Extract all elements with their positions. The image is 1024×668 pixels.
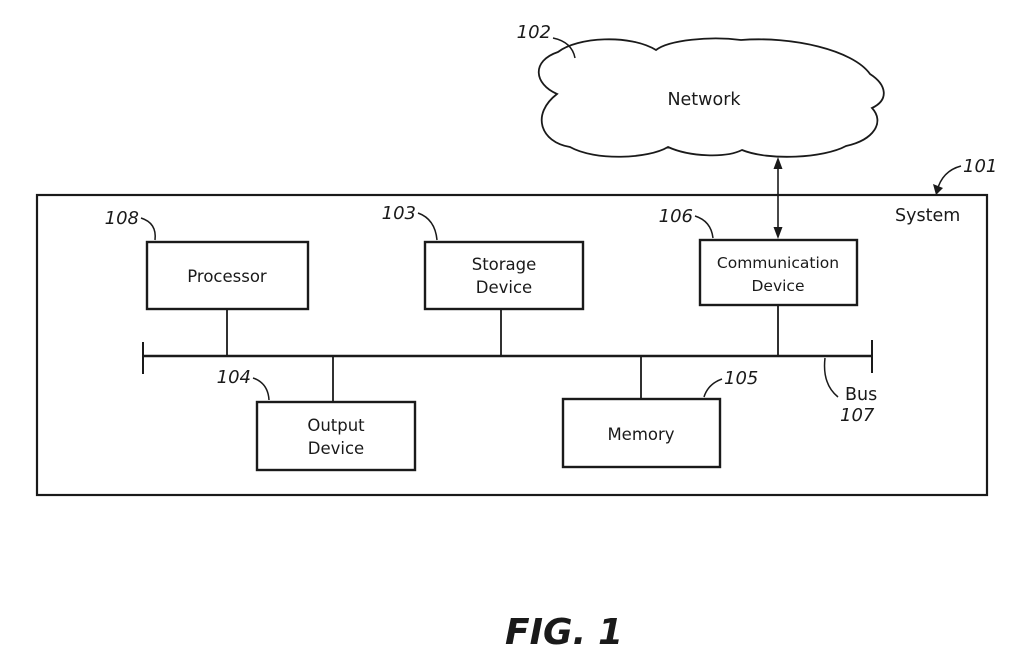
storage-device-box [423,240,585,311]
leader-108 [140,217,156,241]
ref-107: 107 [840,405,875,426]
network-link-arrowhead-down [773,227,783,239]
communication-device-box [698,238,859,307]
leader-104 [252,377,270,401]
output-device-label-line1: Output [307,416,365,435]
network-label: Network [667,90,741,110]
storage-device-label-line2: Device [476,278,532,297]
leader-101-arrowhead [933,184,943,195]
network-cloud-shape [538,37,885,158]
ref-102: 102 [517,22,551,43]
memory-label: Memory [607,425,674,444]
communication-device-label-line2: Device [751,277,804,295]
leader-106 [694,215,714,239]
leader-103 [417,212,438,241]
ref-108: 108 [105,208,139,229]
communication-device-label-line1: Communication [717,254,839,272]
ref-105: 105 [724,368,758,389]
storage-device-label-line1: Storage [472,255,537,274]
figure-caption-fig: FIG. [505,612,586,653]
processor-box [145,240,310,311]
leader-102 [552,37,576,59]
processor-label: Processor [187,267,267,286]
memory-box [561,397,722,469]
figure-caption-number: 1 [598,612,623,653]
output-device-box [255,400,417,472]
ref-103: 103 [382,203,416,224]
ref-106: 106 [659,206,693,227]
leader-105 [703,378,723,398]
system-boundary [35,193,989,497]
bus-label: Bus [845,385,877,405]
network-link-arrowhead-up [773,157,783,169]
ref-101: 101 [963,156,997,177]
output-device-label-line2: Device [308,439,364,458]
ref-104: 104 [217,367,251,388]
system-label: System [895,206,960,226]
leader-107 [823,357,839,398]
